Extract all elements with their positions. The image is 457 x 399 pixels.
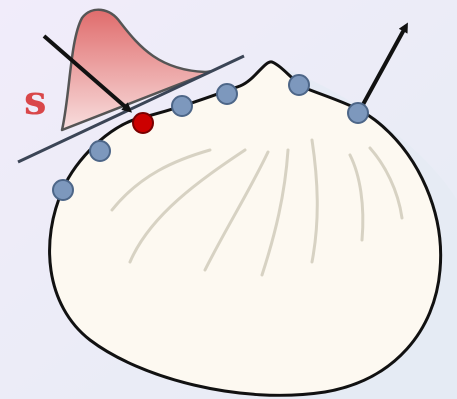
vertex-point	[172, 96, 192, 116]
vertex-point	[217, 84, 237, 104]
vertex-point	[53, 180, 73, 200]
selected-vertex-point	[133, 113, 153, 133]
vertex-point	[289, 75, 309, 95]
symbol-label: s	[24, 77, 47, 124]
vertex-point	[348, 103, 368, 123]
vertex-point	[90, 141, 110, 161]
